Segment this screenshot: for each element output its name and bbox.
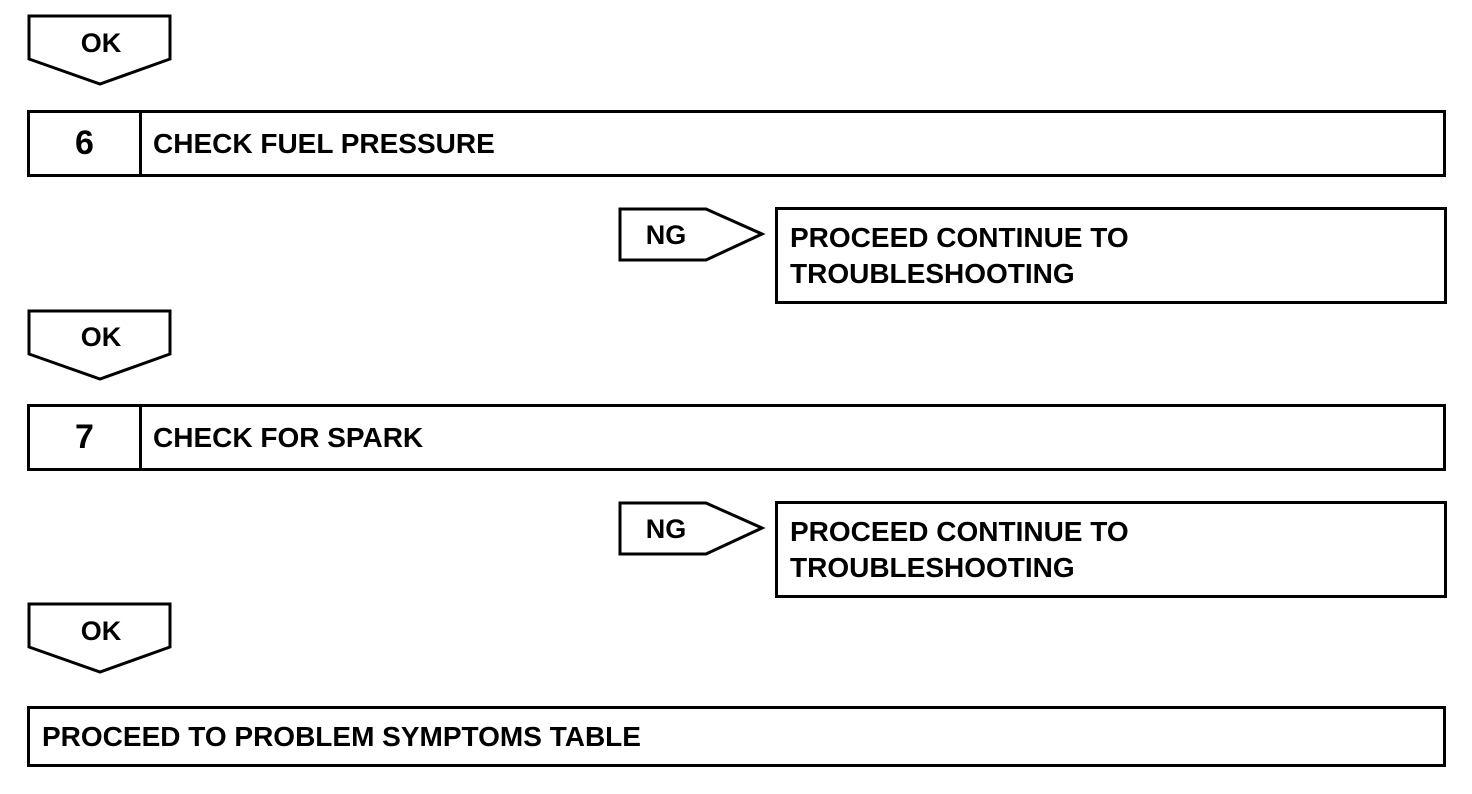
ok-label: OK bbox=[80, 616, 122, 646]
ok-arrow-down-icon bbox=[27, 14, 172, 86]
ok-label: OK bbox=[80, 28, 122, 58]
ng-result-line: PROCEED CONTINUE TO bbox=[790, 516, 1129, 547]
step-title: CHECK FUEL PRESSURE bbox=[153, 127, 495, 159]
step-number: 7 bbox=[30, 407, 142, 468]
ng-arrow-right-icon bbox=[618, 501, 766, 556]
ng-label: NG bbox=[645, 514, 687, 544]
ng-result-box: PROCEED CONTINUE TO TROUBLESHOOTING bbox=[775, 501, 1447, 598]
step-6-box: 6 CHECK FUEL PRESSURE bbox=[27, 110, 1446, 177]
step-7-box: 7 CHECK FOR SPARK bbox=[27, 404, 1446, 471]
ok-arrow-down-icon bbox=[27, 602, 172, 674]
ng-label: NG bbox=[645, 220, 687, 250]
ng-result-line: TROUBLESHOOTING bbox=[790, 552, 1075, 583]
ng-result-line: PROCEED CONTINUE TO bbox=[790, 222, 1129, 253]
ng-result-line: TROUBLESHOOTING bbox=[790, 258, 1075, 289]
ng-result-box: PROCEED CONTINUE TO TROUBLESHOOTING bbox=[775, 207, 1447, 304]
final-result-box: PROCEED TO PROBLEM SYMPTOMS TABLE bbox=[27, 706, 1446, 767]
final-result-text: PROCEED TO PROBLEM SYMPTOMS TABLE bbox=[42, 720, 641, 752]
ok-label: OK bbox=[80, 322, 122, 352]
step-number: 6 bbox=[30, 113, 142, 174]
ng-arrow-right-icon bbox=[618, 207, 766, 262]
ok-arrow-down-icon bbox=[27, 309, 172, 381]
step-title: CHECK FOR SPARK bbox=[153, 421, 424, 453]
